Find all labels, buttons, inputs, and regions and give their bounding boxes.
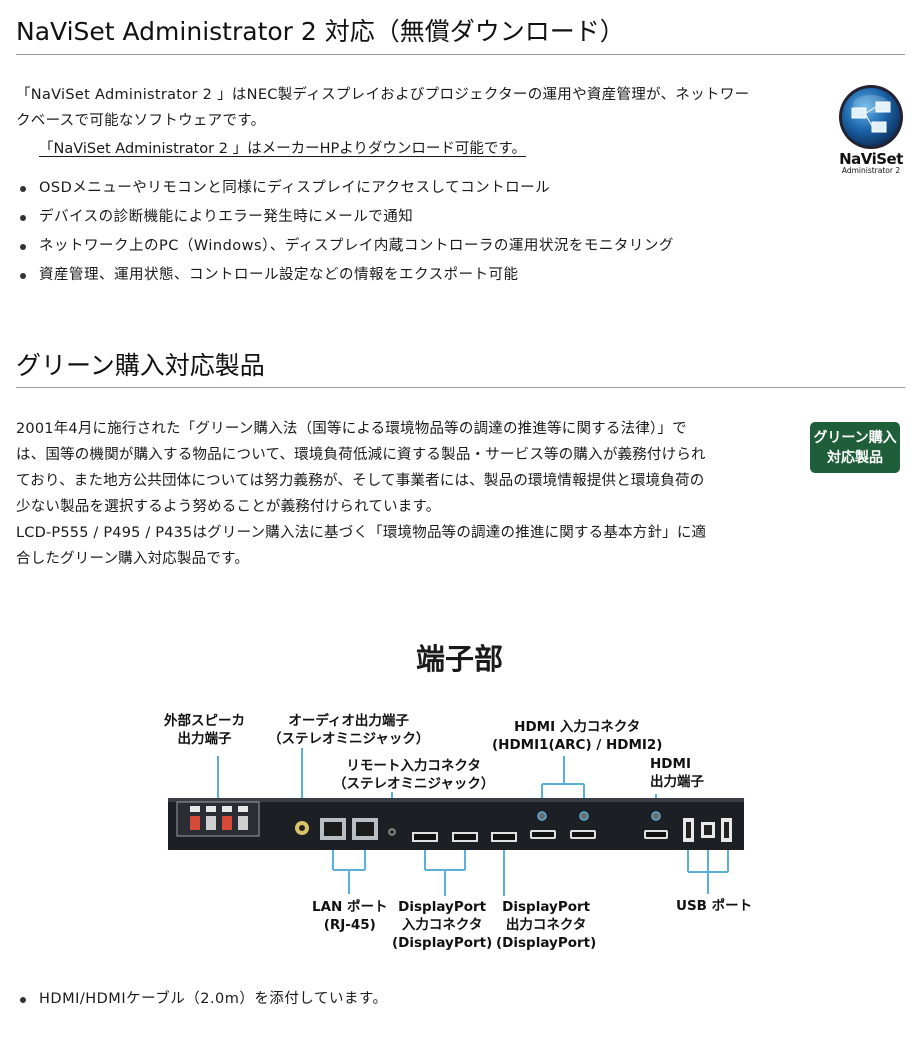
badge-line2: 対応製品 <box>827 449 883 466</box>
terminals-note-list: HDMI/HDMIケーブル（2.0m）を添付しています。 <box>16 985 388 1014</box>
label-dp-in: DisplayPort 入力コネクタ (DisplayPort) <box>392 899 493 951</box>
green-heading: グリーン購入対応製品 <box>16 351 265 380</box>
list-item: 資産管理、運用状態、コントロール設定などの情報をエクスポート可能 <box>16 261 674 290</box>
green-line: 少ない製品を選択するよう努めることが義務付けられています。 <box>16 499 441 515</box>
terminals-heading: 端子部 <box>415 642 503 676</box>
green-line: LCD-P555 / P495 / P435はグリーン購入法に基づく「環境物品等… <box>16 525 707 541</box>
naviset-divider <box>16 54 905 55</box>
list-item: HDMI/HDMIケーブル（2.0m）を添付しています。 <box>16 985 388 1014</box>
label-speaker: 外部スピーカ 出力端子 <box>164 713 245 747</box>
naviset-intro-line2: クベースで可能なソフトウェアです。 <box>16 113 266 129</box>
label-audio-out: オーディオ出力端子 （ステレオミニジャック） <box>268 713 430 747</box>
globe-icon <box>839 85 903 149</box>
naviset-intro: 「NaViSet Administrator 2 」はNEC製ディスプレイおよび… <box>16 82 749 134</box>
label-dp-out: DisplayPort 出力コネクタ (DisplayPort) <box>496 899 597 951</box>
naviset-heading: NaViSet Administrator 2 対応（無償ダウンロード） <box>16 17 625 46</box>
label-hdmi-in: HDMI 入力コネクタ (HDMI1(ARC) / HDMI2) <box>492 719 663 753</box>
naviset-logo: NaViSet Administrator 2 <box>836 84 906 176</box>
naviset-download-link[interactable]: 「NaViSet Administrator 2 」はメーカーHPよりダウンロー… <box>39 141 526 157</box>
list-item: ネットワーク上のPC（Windows）、ディスプレイ内蔵コントローラの運用状況を… <box>16 232 674 261</box>
green-divider <box>16 387 905 388</box>
badge-line1: グリーン購入 <box>813 429 897 446</box>
terminal-panel-diagram <box>168 748 744 896</box>
green-line: 合したグリーン購入対応製品です。 <box>16 551 250 567</box>
naviset-logo-title: NaViSet <box>839 150 903 168</box>
green-paragraph: 2001年4月に施行された「グリーン購入法（国等による環境物品等の調達の推進等に… <box>16 416 706 572</box>
naviset-feature-list: OSDメニューやリモコンと同様にディスプレイにアクセスしてコントロール デバイス… <box>16 174 674 290</box>
label-hdmi-out: HDMI 出力端子 <box>650 756 704 790</box>
label-lan: LAN ポート (RJ-45) <box>312 899 388 933</box>
green-purchase-badge: グリーン購入 対応製品 <box>810 422 900 473</box>
green-line: 2001年4月に施行された「グリーン購入法（国等による環境物品等の調達の推進等に… <box>16 421 687 437</box>
naviset-intro-line1: 「NaViSet Administrator 2 」はNEC製ディスプレイおよび… <box>16 87 750 103</box>
green-line: は、国等の機関が購入する物品について、環境負荷低減に資する製品・サービス等の購入… <box>16 447 706 463</box>
label-remote-in: リモート入力コネクタ （ステレオミニジャック） <box>333 758 495 792</box>
green-line: ており、また地方公共団体については努力義務が、そして事業者には、製品の環境情報提… <box>16 473 705 489</box>
list-item: OSDメニューやリモコンと同様にディスプレイにアクセスしてコントロール <box>16 174 674 203</box>
list-item: デバイスの診断機能によりエラー発生時にメールで通知 <box>16 203 674 232</box>
naviset-logo-sub: Administrator 2 <box>841 166 901 175</box>
label-usb: USB ポート <box>676 898 753 914</box>
